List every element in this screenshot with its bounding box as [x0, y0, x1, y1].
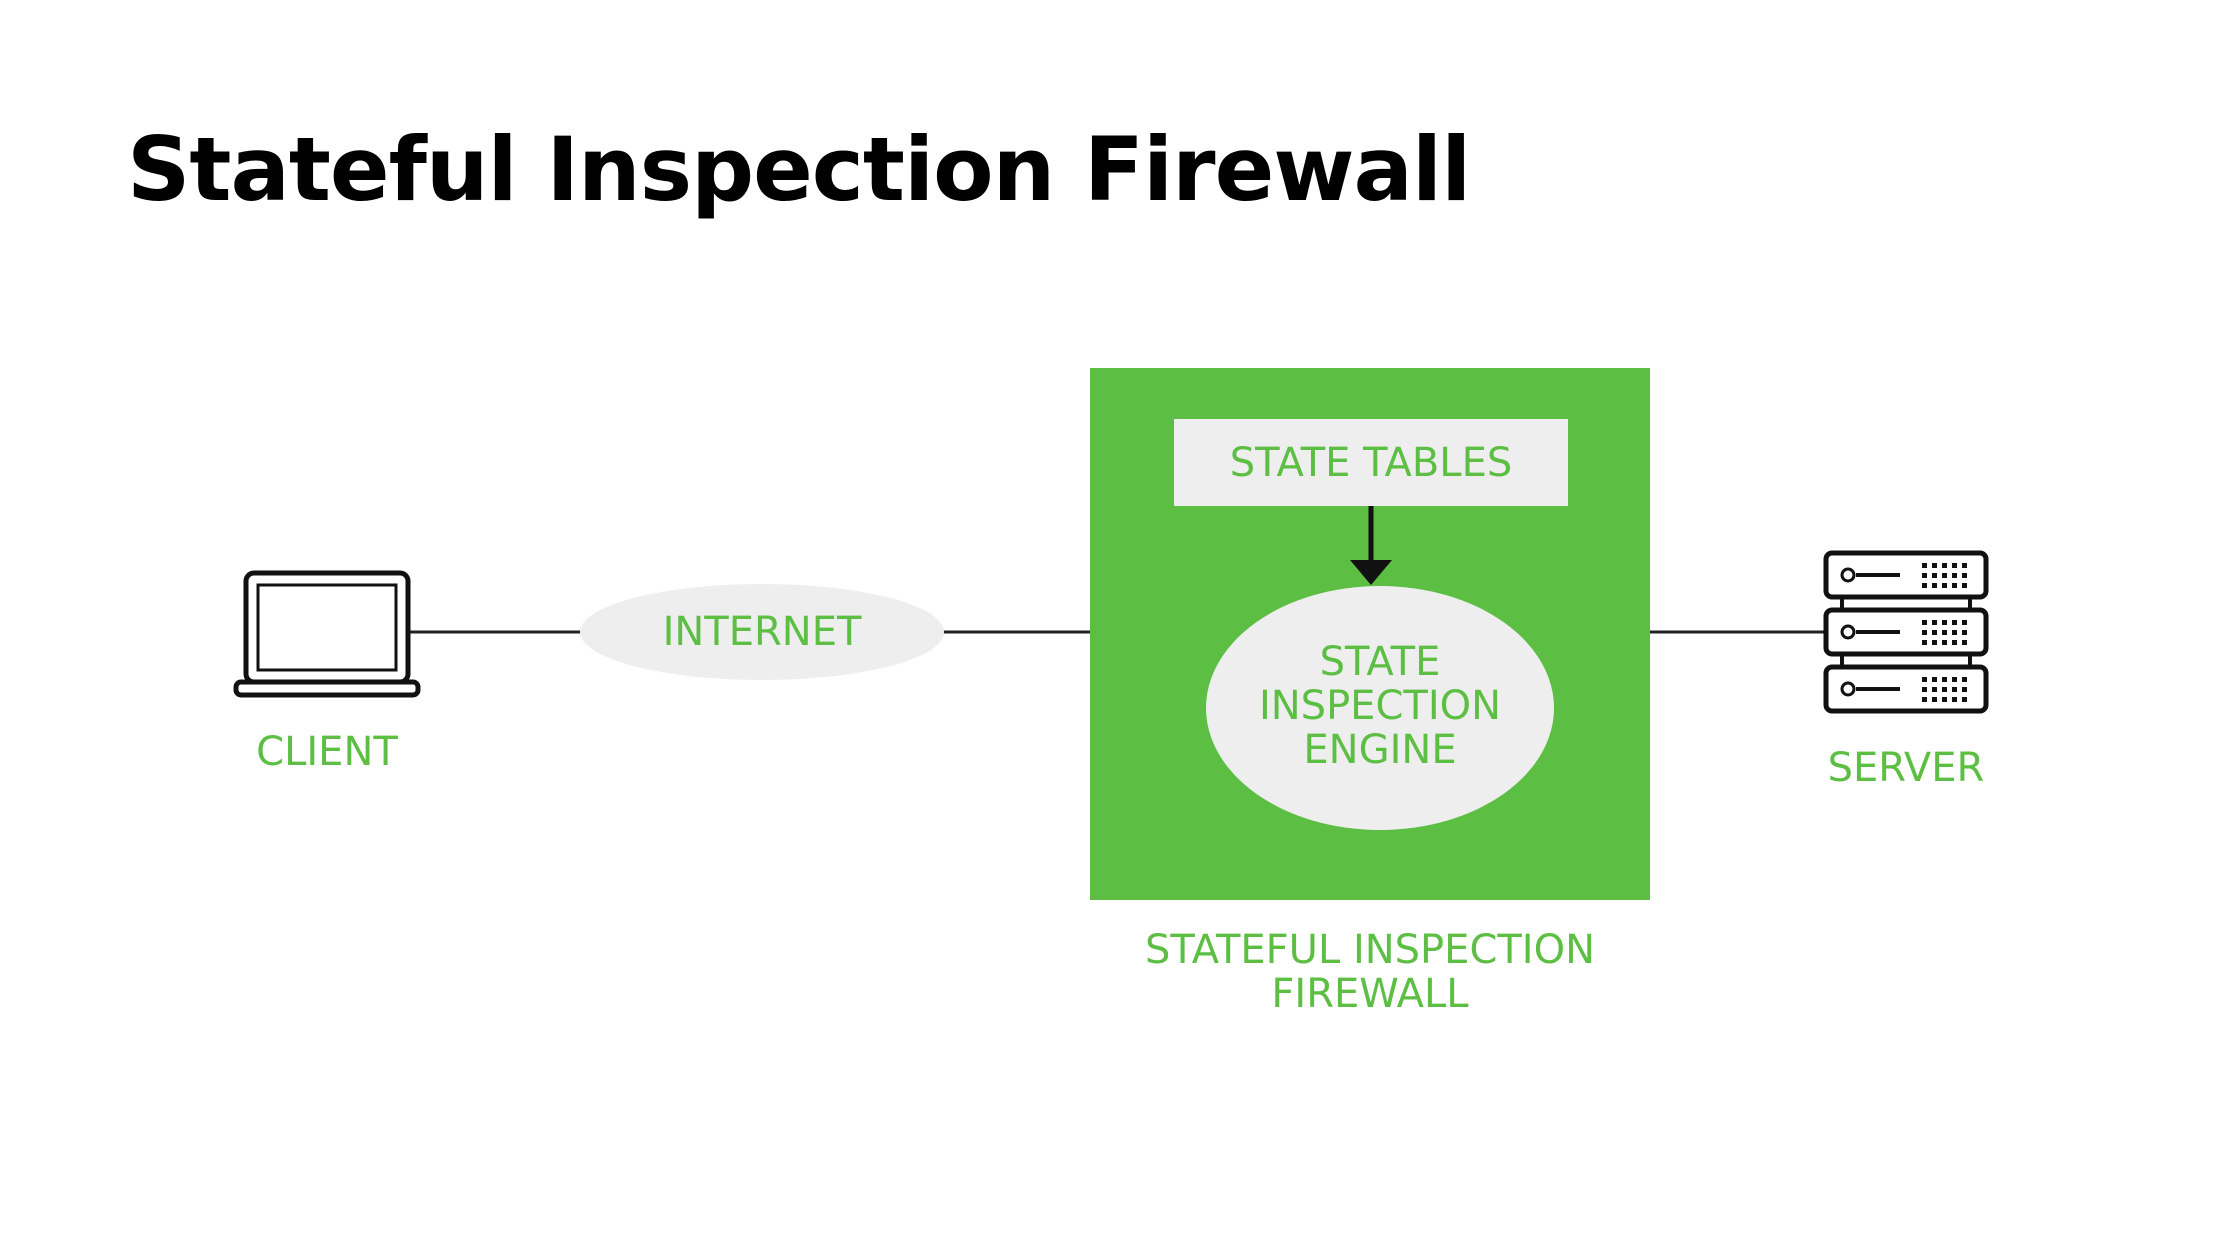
state-inspection-engine-bubble — [1206, 586, 1554, 830]
state-tables-to-engine-arrow — [1350, 506, 1392, 585]
engine-label-line-3: ENGINE — [1303, 727, 1457, 773]
laptop-icon — [233, 570, 421, 698]
state-tables-label: STATE TABLES — [1229, 440, 1513, 486]
engine-label-line-2: INSPECTION — [1258, 683, 1502, 729]
firewall-label-line-2: FIREWALL — [1271, 971, 1469, 1017]
state-tables-box — [1174, 419, 1568, 506]
state-inspection-engine-label: STATE INSPECTION ENGINE — [1206, 640, 1554, 772]
server-rack-icon — [1823, 550, 1989, 714]
internet-label: INTERNET — [662, 609, 862, 655]
server-label: SERVER — [1827, 745, 1985, 791]
engine-label-line-1: STATE — [1319, 639, 1441, 685]
page-title: Stateful Inspection Firewall — [127, 118, 1471, 221]
firewall-label: STATEFUL INSPECTION FIREWALL — [1080, 928, 1660, 1016]
internet-bubble — [580, 584, 944, 680]
firewall-label-line-1: STATEFUL INSPECTION — [1144, 927, 1596, 973]
client-label: CLIENT — [256, 729, 398, 775]
